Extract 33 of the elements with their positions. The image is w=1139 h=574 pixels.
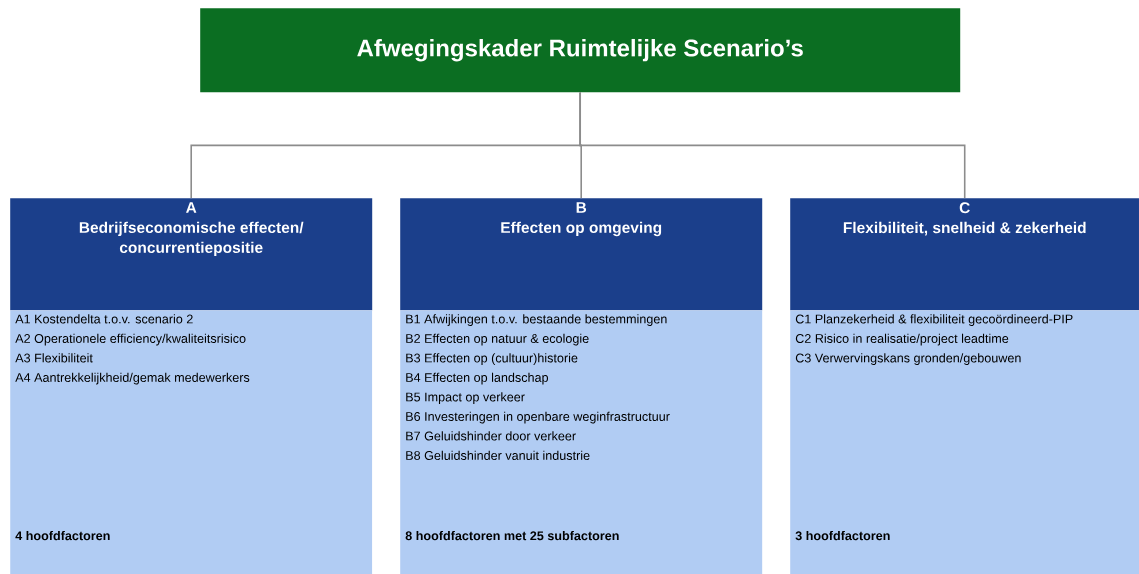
title-text: Afwegingskader Ruimtelijke Scenario’s bbox=[357, 38, 803, 62]
column-heading: Bedrijfseconomische effecten/ concurrentiepositie bbox=[79, 221, 304, 257]
connector-line bbox=[579, 91, 966, 199]
factor-count: 8 hoofdfactoren met 25 subfactoren bbox=[405, 530, 619, 541]
column-heading: Flexibiliteit, snelheid & zekerheid bbox=[843, 221, 1086, 236]
criterion-item: B5 Impact op verkeer bbox=[406, 392, 525, 404]
criterion-item: A3 Flexibiliteit bbox=[15, 353, 93, 363]
column-letter: C bbox=[959, 202, 970, 214]
criterion-item: A1 Kostendelta t.o.v. scenario 2 bbox=[15, 314, 193, 324]
criterion-item: C2 Risico in realisatie/project leadtime bbox=[795, 333, 1009, 346]
factor-count: 3 hoofdfactoren bbox=[795, 530, 890, 541]
factor-count: 4 hoofdfactoren bbox=[15, 530, 110, 541]
column-header-box bbox=[790, 198, 1139, 311]
criterion-item: B8 Geluidshinder vanuit industrie bbox=[406, 450, 590, 460]
column-header-box bbox=[400, 198, 763, 311]
title-box bbox=[200, 8, 961, 93]
column-letter: A bbox=[186, 202, 197, 213]
criterion-item: B3 Effecten op (cultuur)historie bbox=[406, 353, 578, 365]
criterion-item: B6 Investeringen in openbare weginfrastructuur bbox=[406, 411, 670, 424]
criteria-panel bbox=[400, 310, 763, 574]
criterion-item: B1 Afwijkingen t.o.v. bestaande bestemmingen bbox=[406, 314, 667, 326]
criterion-item: B2 Effecten op natuur & ecologie bbox=[406, 333, 589, 346]
criterion-item: A2 Operationele efficiency/kwaliteitsrisico bbox=[15, 333, 246, 346]
criterion-item: B7 Geluidshinder door verkeer bbox=[406, 431, 576, 441]
criterion-item: A4 Aantrekkelijkheid/gemak medewerkers bbox=[15, 372, 250, 385]
criterion-item: B4 Effecten op landschap bbox=[406, 372, 549, 385]
criterion-item: C3 Verwervingskans gronden/gebouwen bbox=[795, 353, 1021, 365]
criteria-panel bbox=[10, 310, 373, 574]
column-heading: Effecten op omgeving bbox=[501, 221, 662, 237]
column-header-box bbox=[10, 198, 373, 311]
column-letter: B bbox=[576, 202, 587, 213]
criteria-panel bbox=[790, 310, 1139, 574]
criterion-item: C1 Planzekerheid & flexibiliteit gecoördineerd-PIP bbox=[795, 314, 1073, 326]
